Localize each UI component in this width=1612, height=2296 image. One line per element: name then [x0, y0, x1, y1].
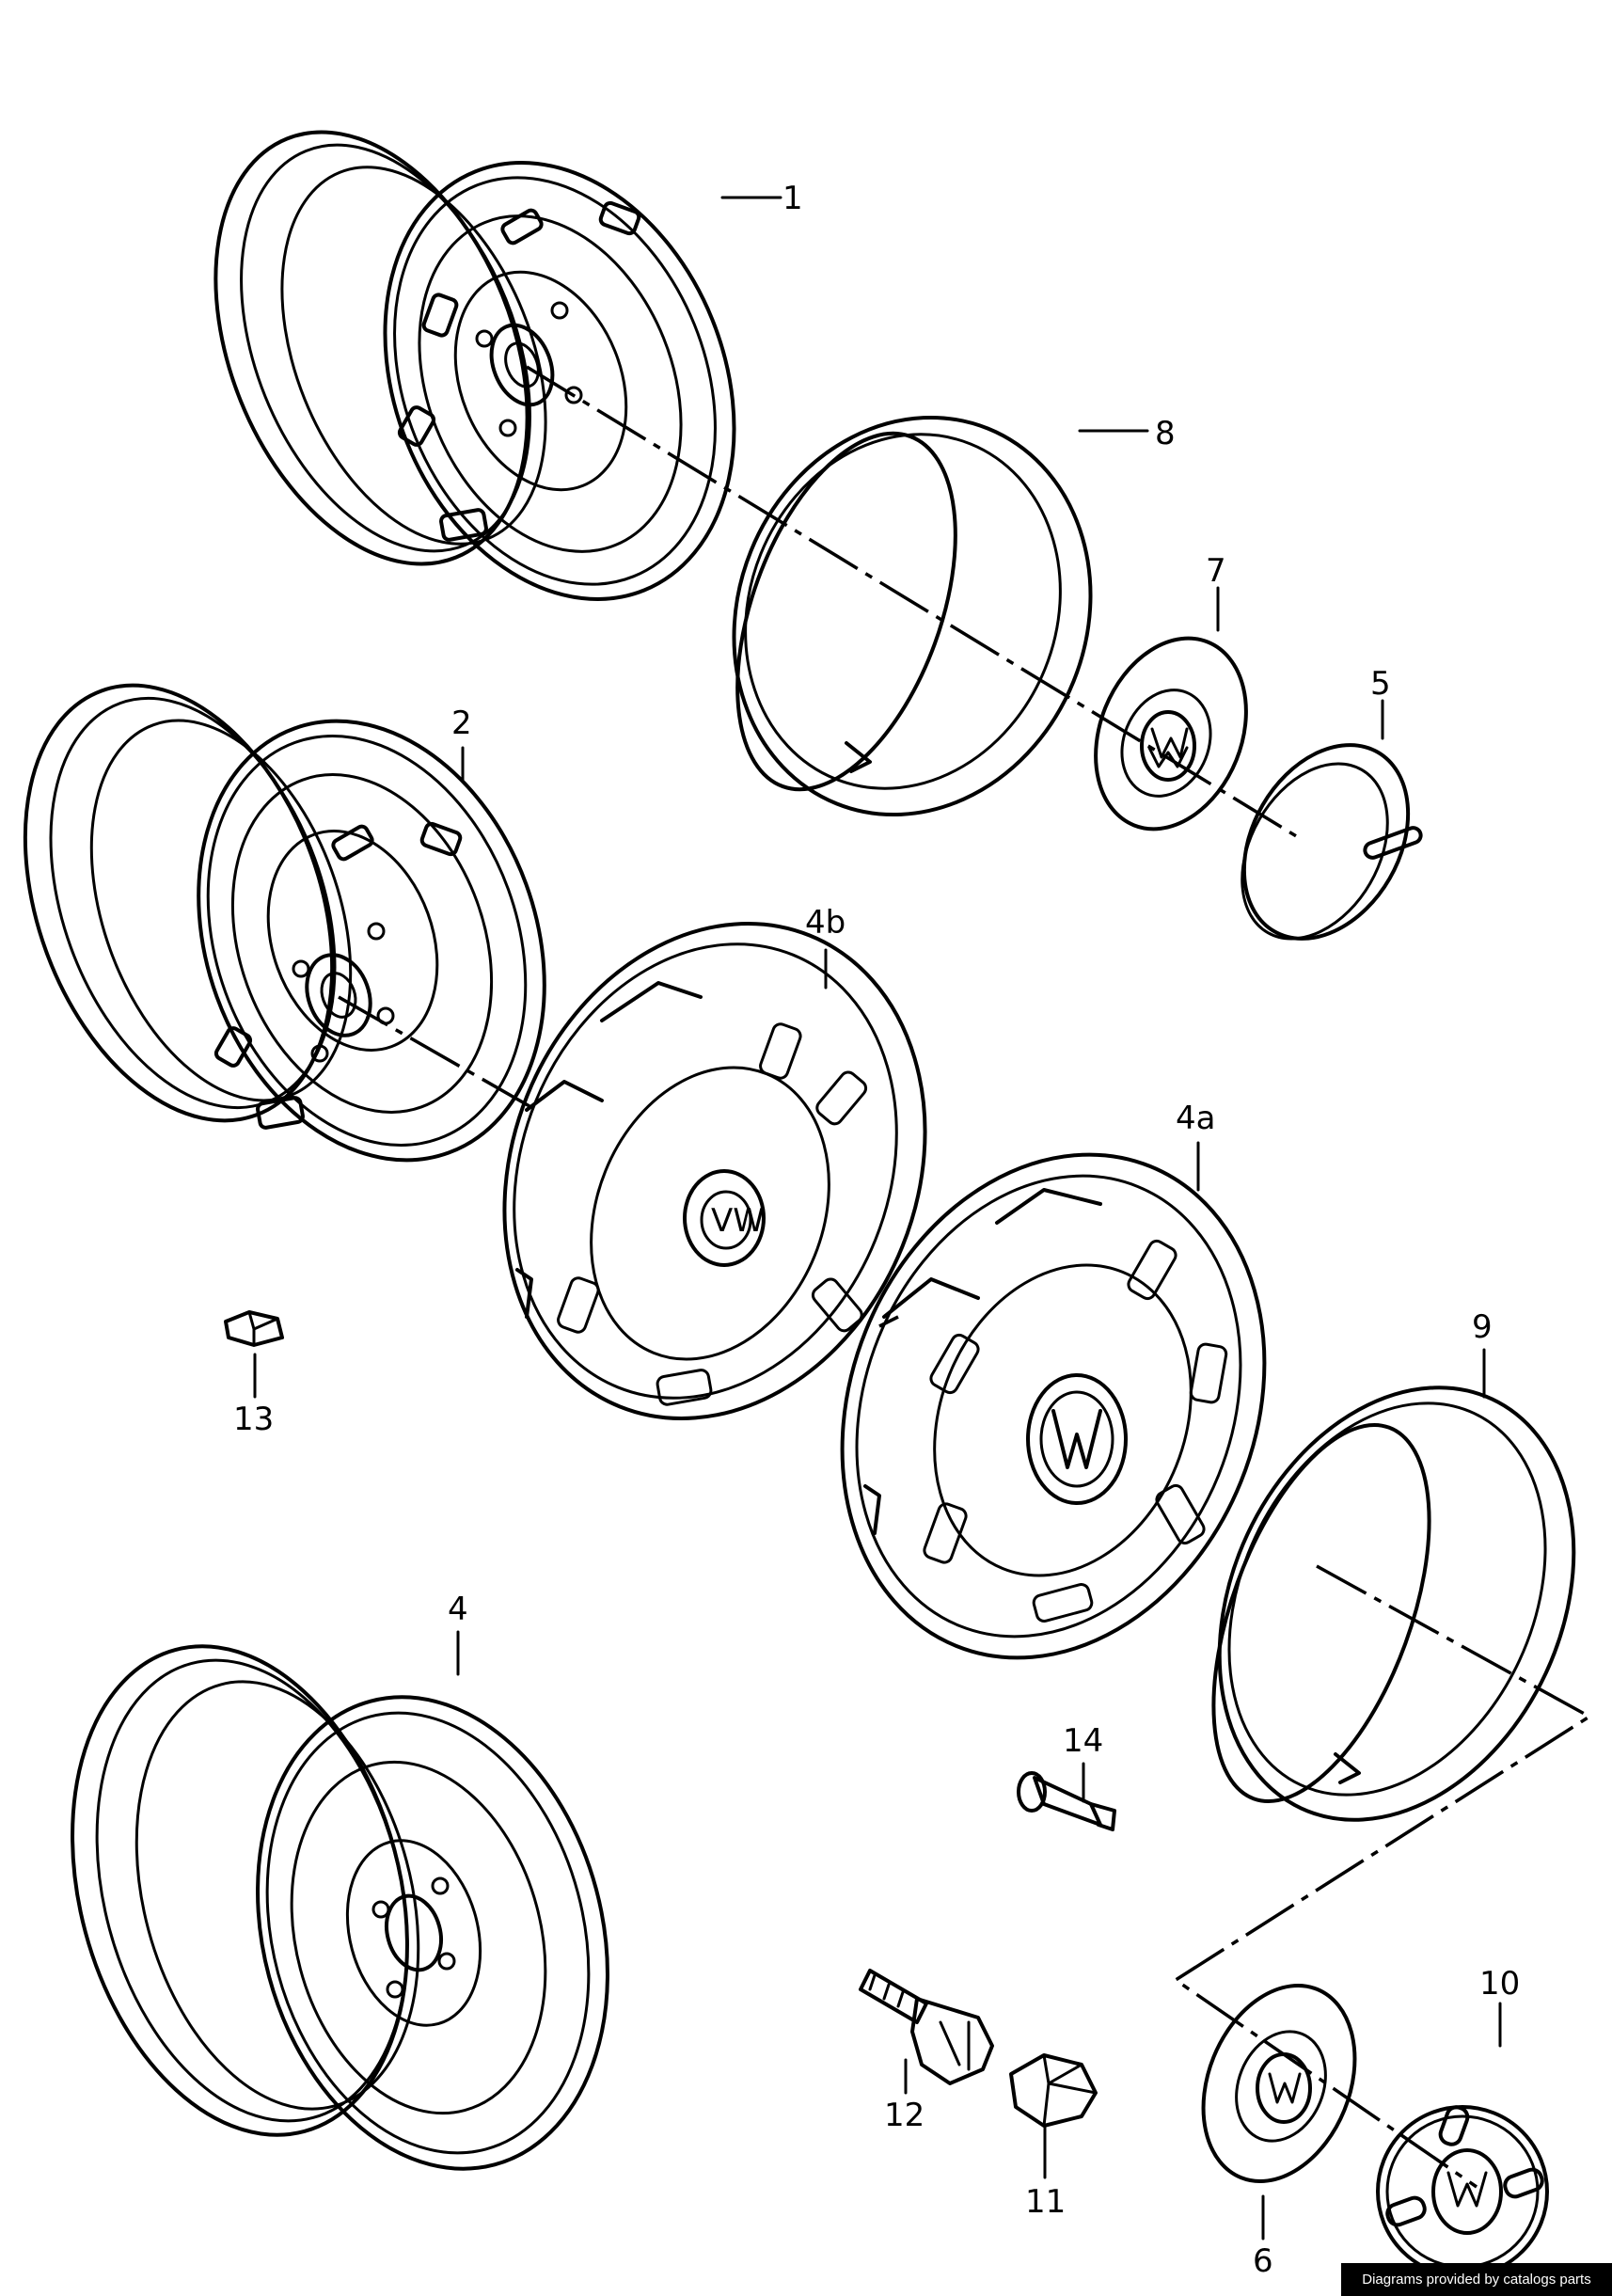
assembly-axes [338, 365, 1593, 2189]
callout-7: 7 [1206, 552, 1226, 590]
callout-4a: 4a [1176, 1100, 1215, 1137]
callout-14: 14 [1063, 1722, 1103, 1760]
callout-11: 11 [1025, 2183, 1066, 2221]
callout-13: 13 [233, 1401, 274, 1438]
callout-12: 12 [884, 2097, 925, 2134]
callout-1: 1 [782, 180, 803, 217]
part-4b-wheel-cover: VW [502, 922, 927, 1420]
part-5-hub-cap [1241, 743, 1423, 941]
part-10-hub-cap [1376, 2105, 1549, 2278]
callout-9: 9 [1472, 1308, 1493, 1346]
part-11-wheel-nut [1009, 2053, 1098, 2128]
callout-10: 10 [1479, 1965, 1520, 2003]
part-13-balance-weight [224, 1310, 284, 1347]
part-7-center-disc [1094, 636, 1248, 831]
part-4-steel-wheel [71, 1644, 609, 2171]
callout-8: 8 [1155, 415, 1176, 452]
credit-badge: Diagrams provided by catalogs parts [1341, 2263, 1612, 2296]
part-8-trim-ring [732, 415, 1093, 817]
callout-6: 6 [1253, 2242, 1273, 2280]
callout-5: 5 [1370, 665, 1391, 703]
callout-labels: 1 8 7 5 2 4b 4a 9 13 4 14 12 11 6 10 [233, 180, 1520, 2280]
part-2-steel-wheel [23, 683, 546, 1163]
part-9-trim-ring [1211, 1386, 1576, 1822]
callout-2: 2 [451, 705, 472, 742]
part-12-wheel-bolt [859, 1969, 994, 2085]
callout-4: 4 [448, 1591, 468, 1628]
leader-lines [253, 196, 1502, 2241]
part-6-center-disc [1201, 1983, 1357, 2184]
part-4a-wheel-cover [840, 1152, 1267, 1660]
part-14-valve-stem [1017, 1771, 1116, 1831]
part-1-steel-wheel [213, 130, 736, 601]
svg-text:VW: VW [711, 1202, 765, 1240]
callout-4b: 4b [805, 904, 846, 942]
